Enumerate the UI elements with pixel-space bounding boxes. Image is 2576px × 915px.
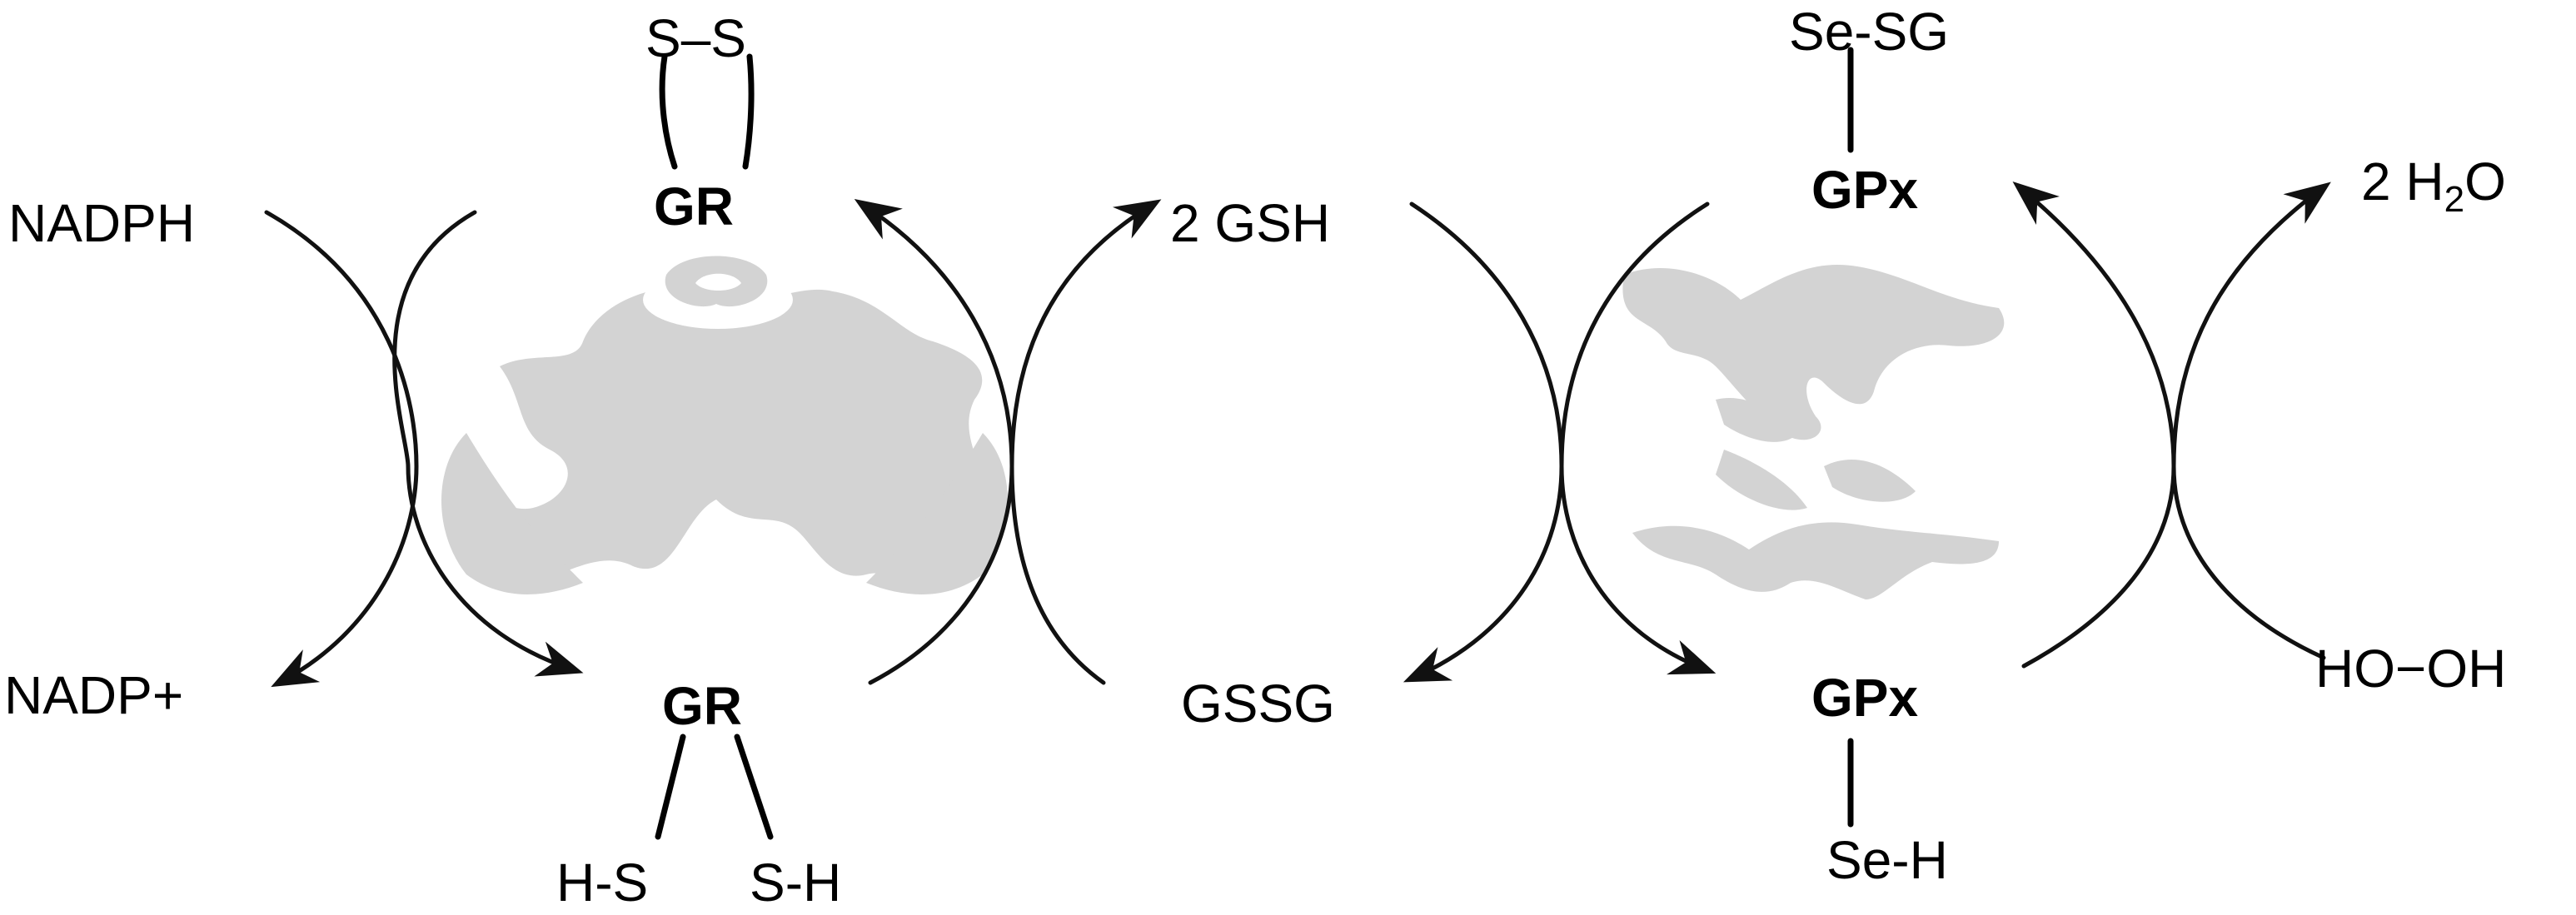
gr-oxidized-label: GR bbox=[654, 177, 734, 236]
gr-disulfide-label: S–S bbox=[645, 8, 746, 68]
gssg-label: GSSG bbox=[1181, 674, 1335, 733]
gpx-reduced-label: GPx bbox=[1811, 668, 1918, 728]
gr-top-left-bond bbox=[659, 53, 678, 170]
gssg-to-gsh-arrow bbox=[1009, 199, 1162, 685]
gsh-label: 2 GSH bbox=[1170, 193, 1330, 253]
gpx-reduced-to-oxidized-arrow bbox=[2012, 181, 2176, 669]
gpx-selenol-label: Se-H bbox=[1826, 830, 1948, 890]
nadph-to-nadp-arrow bbox=[264, 210, 419, 688]
gsh-to-gssg-arrow bbox=[1403, 201, 1564, 683]
peroxide-to-water-arrow bbox=[2171, 182, 2331, 660]
gpx-oxidized-to-reduced-arrow bbox=[1559, 201, 1717, 675]
hydrogen-peroxide-label: HO−OH bbox=[2315, 639, 2506, 699]
gpx-selenosulfide-label: Se-SG bbox=[1789, 2, 1949, 62]
gr-bottom-right-bond bbox=[734, 733, 774, 840]
gr-right-thiol-label: S-H bbox=[750, 853, 841, 913]
gr-oxidized-to-reduced-arrow bbox=[392, 210, 584, 677]
gr-top-right-bond bbox=[742, 53, 755, 170]
gr-left-thiol-label: H-S bbox=[556, 853, 648, 913]
water-label: 2 H2O bbox=[2361, 152, 2506, 220]
gr-protein-icon bbox=[441, 256, 1008, 594]
nadp-plus-label: NADP+ bbox=[4, 665, 183, 725]
nadph-label: NADPH bbox=[8, 193, 195, 253]
gpx-oxidized-label: GPx bbox=[1811, 160, 1918, 220]
gr-bottom-left-bond bbox=[655, 733, 686, 840]
gr-reduced-label: GR bbox=[662, 676, 742, 736]
gpx-protein-icon bbox=[1622, 265, 2005, 599]
